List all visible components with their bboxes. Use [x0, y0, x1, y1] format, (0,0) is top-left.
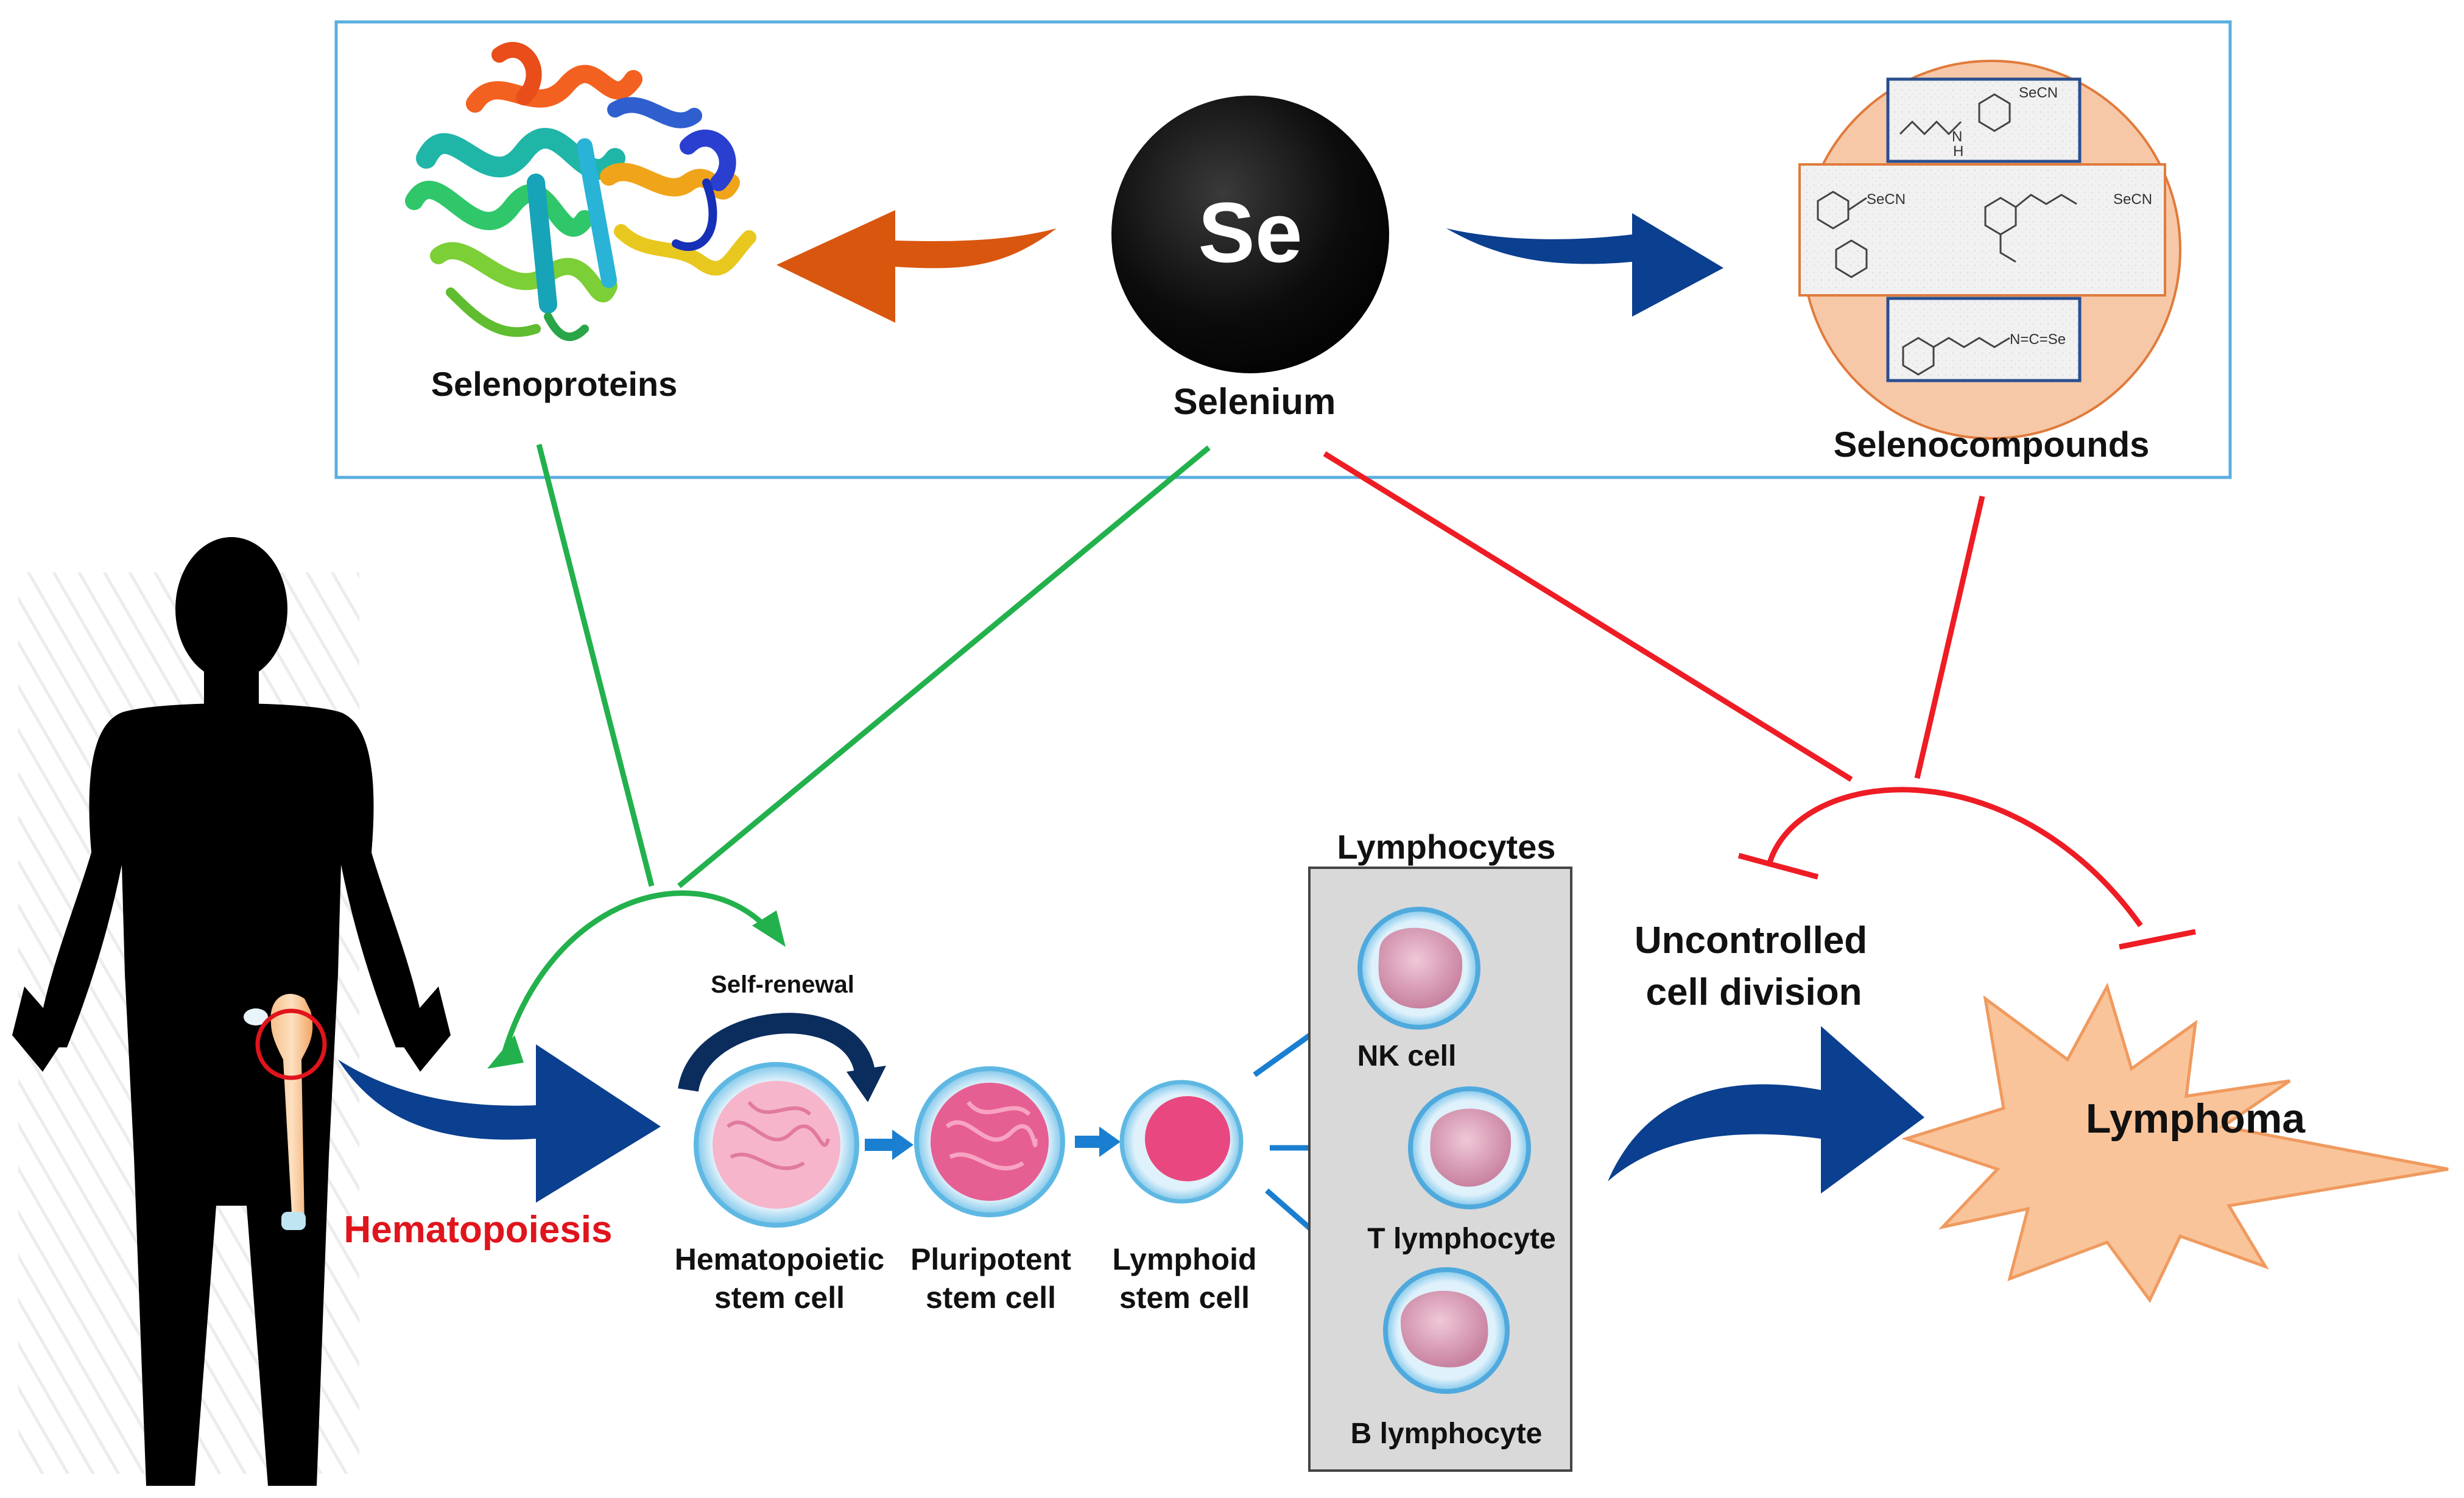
- compound-card-top: [1886, 77, 2082, 163]
- arrow-psc-to-lsc: [1075, 1127, 1121, 1157]
- lymphoid-stem-cell: [1119, 1080, 1244, 1204]
- compound-nh-n: N: [1952, 128, 1962, 145]
- activation-arrowhead-left: [487, 1035, 524, 1069]
- selenium-symbol: Se: [1198, 185, 1302, 280]
- psc-label-line2: stem cell: [926, 1281, 1056, 1315]
- psc-label-line1: Pluripotent: [910, 1242, 1071, 1276]
- pluripotent-stem-cell: [914, 1066, 1065, 1217]
- selenium-sphere: [1111, 96, 1389, 373]
- compound-secn-top: SeCN: [2019, 85, 2058, 101]
- lymphocytes-title: Lymphocytes: [1337, 828, 1556, 866]
- compound-ncse: N=C=Se: [2010, 331, 2066, 348]
- inhibition-arc: [1766, 787, 2143, 927]
- uncontrolled-label-line1: Uncontrolled: [1635, 920, 1867, 962]
- lsc-label-line1: Lymphoid: [1112, 1242, 1256, 1276]
- hematopoiesis-arrow: [338, 1044, 661, 1203]
- b-lymphocyte-label: B lymphocyte: [1351, 1418, 1543, 1450]
- activation-lines: [487, 443, 1211, 1069]
- hematopoiesis-label: Hematopoiesis: [343, 1209, 612, 1251]
- orange-arrow: [776, 210, 1057, 323]
- inhibition-bar-division: [1737, 853, 1819, 880]
- blue-arrow-top: [1446, 213, 1723, 317]
- compound-nh-h: H: [1953, 143, 1963, 160]
- self-renewal-arrow: [678, 1013, 875, 1092]
- activation-arrowhead-right: [752, 910, 786, 947]
- hsc-label-line1: Hematopoietic: [675, 1242, 885, 1276]
- bone-icon: [244, 994, 313, 1230]
- self-renewal-label: Self-renewal: [711, 971, 854, 998]
- compound-card-middle: [1798, 163, 2166, 297]
- uncontrolled-label-line2: cell division: [1646, 971, 1862, 1013]
- arrow-hsc-to-psc: [865, 1130, 913, 1160]
- selenoproteins-activation-line: [536, 443, 655, 887]
- compound-secn-left: SeCN: [1867, 191, 1906, 208]
- human-silhouette-icon: [12, 537, 451, 1486]
- selenium-sources-frame: [334, 20, 2232, 479]
- t-lymphocyte-label: T lymphocyte: [1367, 1223, 1555, 1255]
- activation-arc: [499, 890, 773, 1061]
- hsc-label-line2: stem cell: [714, 1281, 845, 1315]
- bone-marrow-highlight: [255, 1008, 327, 1080]
- nk-cell: [1357, 907, 1480, 1030]
- self-renewal-arrowhead: [847, 1066, 886, 1102]
- selenium-activation-line: [677, 445, 1211, 888]
- compound-secn-right: SeCN: [2113, 191, 2152, 208]
- inhibition-bar-lymphoma: [2119, 929, 2196, 950]
- selenium-label: Selenium: [1174, 381, 1336, 422]
- arrow-to-nk: [1253, 1027, 1320, 1077]
- protein-structure-icon: [405, 42, 756, 342]
- selenocompounds-inhibition-line: [1914, 495, 1985, 779]
- inhibition-lines: [1323, 451, 2196, 950]
- selenocompounds-graphic: SeCN SeCN SeCN N H N=C=Se: [1798, 60, 2181, 440]
- lymphoma-label: Lymphoma: [2086, 1095, 2306, 1142]
- b-lymphocyte: [1383, 1267, 1510, 1394]
- lymphoma-burst: [1901, 982, 2449, 1303]
- division-arrow: [1608, 1026, 1924, 1194]
- selenoproteins-label: Selenoproteins: [431, 365, 678, 403]
- lsc-label-line2: stem cell: [1119, 1281, 1250, 1315]
- nk-cell-label: NK cell: [1357, 1040, 1457, 1072]
- t-lymphocyte: [1408, 1086, 1531, 1209]
- hematopoietic-stem-cell: [694, 1062, 859, 1228]
- selenocompounds-label: Selenocompounds: [1834, 425, 2150, 465]
- selenium-inhibition-line: [1323, 451, 1853, 782]
